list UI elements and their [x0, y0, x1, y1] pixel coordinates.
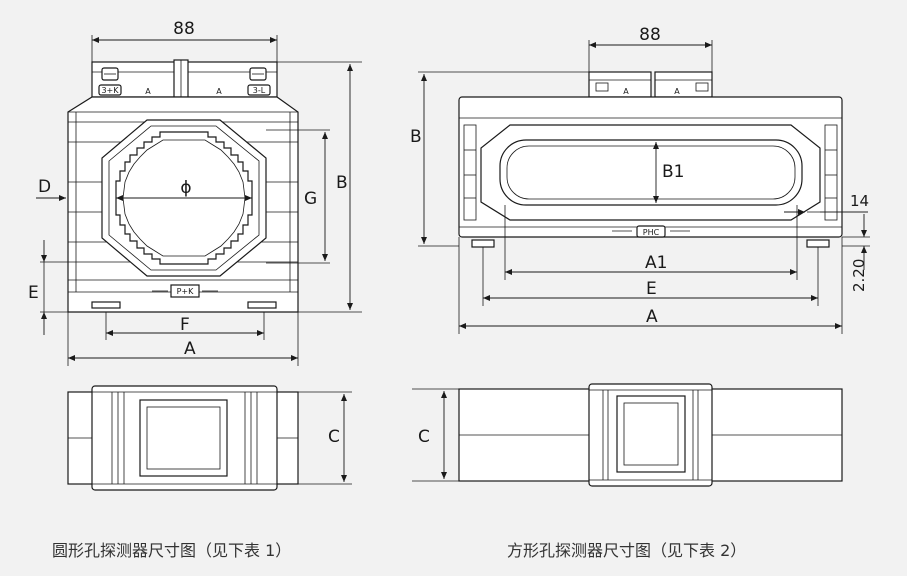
round-E-label: E — [28, 283, 39, 303]
round-B-label: B — [336, 173, 348, 193]
round-side-window — [139, 399, 228, 477]
square-220-label: 2.20 — [850, 259, 868, 292]
square-plate — [636, 225, 666, 238]
svg-text:A: A — [674, 87, 680, 96]
round-G-label: G — [304, 189, 317, 209]
square-side-window — [616, 395, 686, 473]
square-top-width-label: 88 — [639, 25, 661, 45]
round-detector-side-view: C — [67, 385, 352, 491]
round-terminal-right-glyph: A — [216, 87, 222, 96]
square-plate-label: PHC — [643, 228, 660, 237]
round-top-width-label: 88 — [173, 19, 195, 39]
square-B1-label: B1 — [662, 162, 684, 182]
round-D-label: D — [38, 177, 51, 197]
square-14-label: 14 — [850, 192, 869, 210]
round-terminal-left-glyph: A — [145, 87, 151, 96]
round-plate — [170, 284, 200, 298]
svg-text:A: A — [623, 87, 629, 96]
round-C-label: C — [328, 427, 340, 447]
round-detector-caption: 圆形孔探测器尺寸图（见下表 1） — [52, 541, 292, 560]
square-A1-label: A1 — [645, 253, 667, 273]
square-C-label: C — [418, 427, 430, 447]
round-terminal-left-label: 3+K — [101, 86, 119, 95]
round-detector-front-view: 88 3+K 3-L A A — [28, 19, 362, 366]
round-phi-label: ϕ — [180, 178, 191, 198]
square-detector-front-view: 88 A A B1 PHC — [410, 25, 870, 334]
square-B-label: B — [410, 127, 422, 147]
square-E-label: E — [646, 279, 657, 299]
square-hole — [499, 139, 803, 206]
round-A-label: A — [184, 339, 196, 359]
square-detector-caption: 方形孔探测器尺寸图（见下表 2） — [507, 541, 747, 560]
round-plate-label: P+K — [177, 287, 195, 296]
square-detector-side-view: C — [412, 383, 843, 487]
round-F-label: F — [180, 315, 190, 335]
square-A-label: A — [646, 307, 658, 327]
round-terminal-right-label: 3-L — [253, 86, 266, 95]
